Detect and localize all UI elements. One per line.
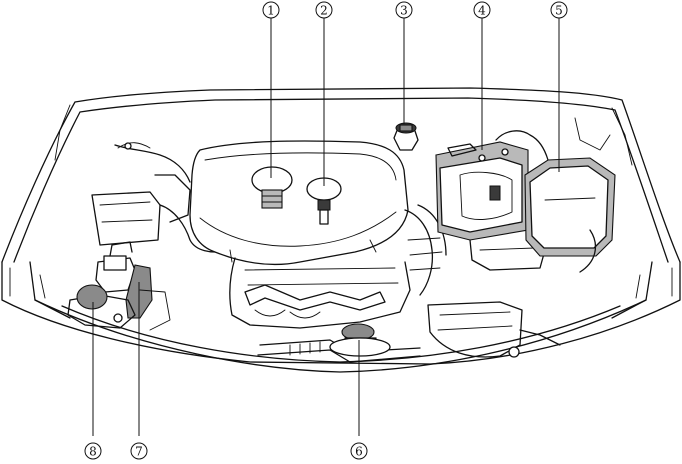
callout-7: 7: [130, 442, 148, 460]
leader-lines: [92, 18, 560, 436]
callout-2: 2: [315, 1, 333, 19]
callout-label: 7: [135, 445, 143, 459]
engine-block: [229, 204, 447, 329]
callout-4: 4: [473, 1, 491, 19]
callout-label: 5: [555, 4, 563, 18]
callout-label: 2: [320, 4, 328, 18]
callout-3: 3: [395, 1, 413, 19]
callout-8: 8: [84, 442, 102, 460]
callout-label: 1: [267, 4, 275, 18]
body-outline: [1, 87, 681, 373]
fuse-box: [524, 157, 616, 273]
air-duct: [427, 301, 561, 358]
callout-label: 4: [478, 4, 486, 18]
coolant-reservoir: [257, 323, 421, 363]
callout-6: 6: [350, 442, 368, 460]
battery: [435, 130, 549, 271]
washer-reservoir: [67, 241, 171, 331]
callout-label: 6: [355, 445, 363, 459]
engine-cover: [189, 140, 409, 266]
callout-5: 5: [550, 1, 568, 19]
callout-1: 1: [262, 1, 280, 19]
brake-fluid-reservoir: [393, 122, 419, 151]
callout-label: 3: [400, 4, 408, 18]
callout-label: 8: [89, 445, 97, 459]
